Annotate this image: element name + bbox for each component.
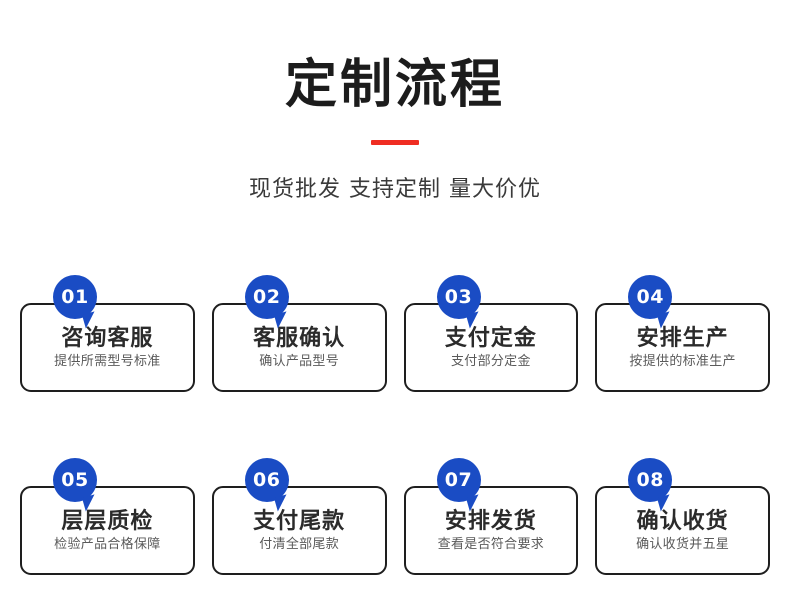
badge-bubble-shape [53, 458, 97, 502]
step-title: 确认收货 [636, 508, 729, 534]
badge-bubble-shape [628, 458, 673, 502]
page-title: 定制流程 [284, 55, 505, 115]
step-card[interactable]: 确认收货 确认收货并五星 [595, 486, 770, 575]
step-title: 安排生产 [636, 325, 729, 351]
step-description: 确认产品型号 [259, 353, 340, 369]
badge-bubble-shape [436, 275, 481, 319]
process-steps-row-1: 01 咨询客服 提供所需型号标准 02 客服确认 确认产品型号 [20, 275, 770, 392]
step-title: 咨询客服 [61, 325, 154, 351]
step-number-badge-icon: 08 [628, 458, 674, 512]
step-title: 支付定金 [444, 325, 537, 351]
step-number-badge-icon: 03 [436, 275, 482, 329]
step-number-badge-icon: 06 [244, 458, 291, 512]
step-description: 按提供的标准生产 [629, 353, 736, 369]
step-number-badge-icon: 05 [53, 458, 99, 512]
step-number-label: 05 [61, 469, 89, 491]
step-number-badge-icon: 01 [53, 275, 99, 329]
step-number-label: 01 [61, 286, 89, 308]
step-number-badge-icon: 02 [244, 275, 291, 329]
step-description: 确认收货并五星 [636, 536, 730, 552]
step-title: 层层质检 [61, 508, 154, 534]
step-description: 查看是否符合要求 [437, 536, 545, 552]
step-title: 安排发货 [444, 508, 537, 534]
step-card[interactable]: 支付定金 支付部分定金 [403, 303, 579, 392]
step-title: 客服确认 [253, 325, 346, 351]
process-step-05[interactable]: 05 层层质检 检验产品合格保障 [20, 458, 195, 575]
process-step-02[interactable]: 02 客服确认 确认产品型号 [211, 275, 387, 392]
step-number-label: 03 [444, 286, 473, 308]
step-card[interactable]: 安排发货 查看是否符合要求 [403, 486, 579, 575]
step-card[interactable]: 支付尾款 付清全部尾款 [211, 486, 387, 575]
step-title: 支付尾款 [253, 508, 346, 534]
step-number-badge-icon: 07 [436, 458, 482, 512]
step-card[interactable]: 安排生产 按提供的标准生产 [595, 303, 770, 392]
step-description: 提供所需型号标准 [54, 353, 161, 369]
badge-bubble-shape [244, 458, 289, 502]
step-description: 检验产品合格保障 [54, 536, 161, 552]
badge-bubble-shape [628, 275, 673, 319]
page-header: 定制流程 现货批发 支持定制 量大价优 [0, 0, 790, 203]
step-card[interactable]: 客服确认 确认产品型号 [211, 303, 387, 392]
step-description: 付清全部尾款 [259, 536, 340, 552]
step-card[interactable]: 咨询客服 提供所需型号标准 [20, 303, 195, 392]
process-step-03[interactable]: 03 支付定金 支付部分定金 [403, 275, 579, 392]
process-steps-row-2: 05 层层质检 检验产品合格保障 06 支付尾款 付清全部尾款 [20, 458, 770, 575]
badge-bubble-shape [244, 275, 289, 319]
page-subtitle: 现货批发 支持定制 量大价优 [249, 176, 541, 202]
badge-bubble-shape [53, 275, 97, 319]
step-number-label: 02 [253, 286, 281, 308]
step-number-label: 08 [636, 469, 664, 491]
badge-bubble-shape [436, 458, 481, 502]
process-step-08[interactable]: 08 确认收货 确认收货并五星 [595, 458, 770, 575]
step-number-badge-icon: 04 [628, 275, 674, 329]
step-number-label: 04 [636, 286, 664, 308]
process-step-04[interactable]: 04 安排生产 按提供的标准生产 [595, 275, 770, 392]
step-description: 支付部分定金 [450, 353, 531, 369]
process-step-01[interactable]: 01 咨询客服 提供所需型号标准 [20, 275, 195, 392]
process-steps-grid: 01 咨询客服 提供所需型号标准 02 客服确认 确认产品型号 [20, 275, 770, 575]
title-accent-divider [371, 139, 419, 145]
step-card[interactable]: 层层质检 检验产品合格保障 [20, 486, 195, 575]
step-number-label: 07 [444, 469, 473, 491]
process-step-06[interactable]: 06 支付尾款 付清全部尾款 [211, 458, 387, 575]
step-number-label: 06 [253, 469, 281, 491]
process-step-07[interactable]: 07 安排发货 查看是否符合要求 [403, 458, 579, 575]
